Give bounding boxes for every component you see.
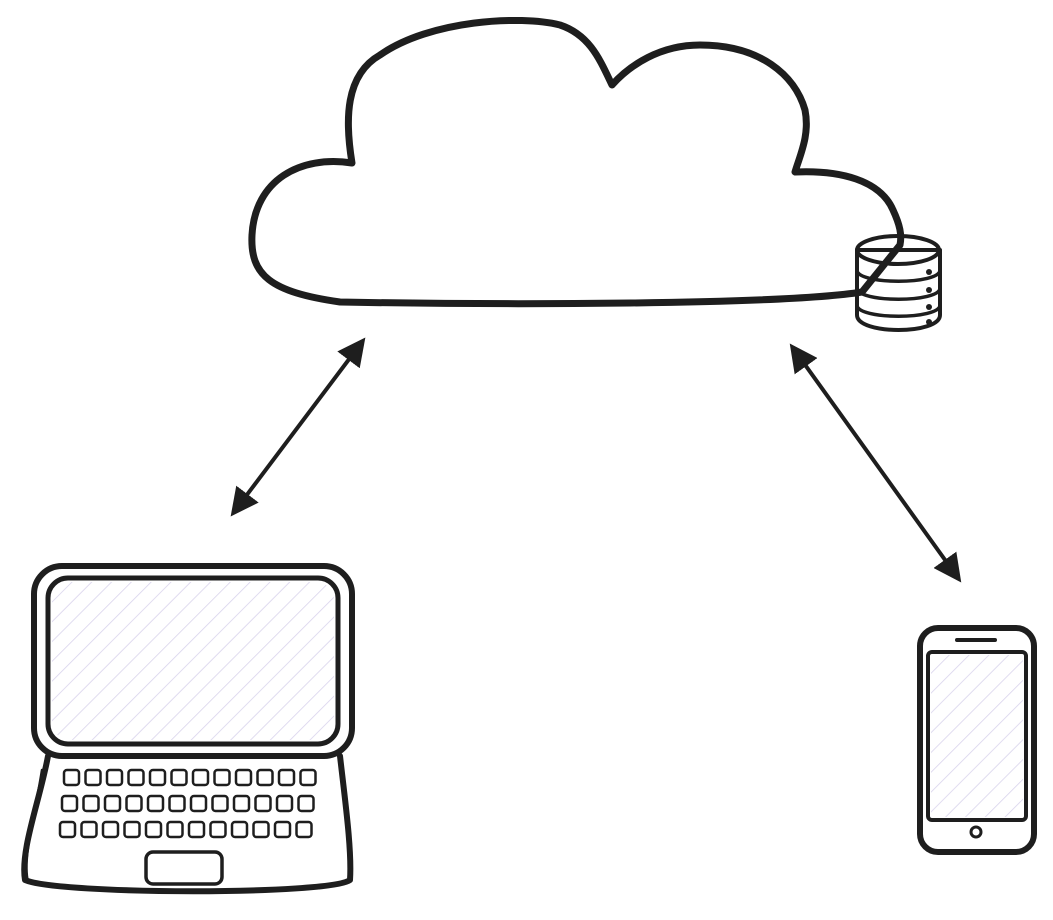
keyboard-key [84, 768, 102, 787]
keyboard-key [62, 768, 81, 787]
keyboard-key [297, 794, 315, 813]
keyboard-key [80, 820, 98, 839]
keyboard-key [101, 820, 120, 839]
keyboard-key [58, 820, 77, 839]
database-icon [855, 234, 942, 332]
keyboard-key [82, 794, 100, 813]
keyboard-key [189, 794, 208, 813]
keyboard-key [146, 794, 165, 813]
keyboard-key [295, 820, 313, 839]
laptop-icon [21, 563, 355, 895]
keyboard-key [254, 794, 272, 813]
keyboard-key [273, 820, 292, 839]
keyboard-key [256, 768, 274, 787]
keyboard-key [144, 820, 163, 839]
keyboard [58, 768, 317, 839]
keyboard-key [125, 794, 143, 813]
keyboard-key [232, 794, 251, 813]
keyboard-key [166, 820, 184, 839]
arrow-phone-cloud [789, 343, 962, 583]
arrow-laptop-cloud [230, 337, 366, 517]
smartphone-icon [917, 625, 1037, 855]
keyboard-key [105, 768, 124, 787]
keyboard-key [299, 768, 317, 787]
keyboard-key [277, 768, 296, 787]
keyboard-key [230, 820, 249, 839]
keyboard-key [209, 820, 227, 839]
keyboard-key [275, 794, 294, 813]
keyboard-key [127, 768, 145, 787]
keyboard-key [252, 820, 270, 839]
keyboard-key [234, 768, 253, 787]
keyboard-key [103, 794, 122, 813]
keyboard-key [60, 794, 79, 813]
keyboard-key [148, 768, 167, 787]
keyboard-key [213, 768, 231, 787]
cloud-icon [248, 16, 905, 308]
keyboard-key [187, 820, 206, 839]
keyboard-key [168, 794, 186, 813]
keyboard-key [191, 768, 210, 787]
keyboard-key [211, 794, 229, 813]
keyboard-key [170, 768, 188, 787]
keyboard-key [123, 820, 141, 839]
